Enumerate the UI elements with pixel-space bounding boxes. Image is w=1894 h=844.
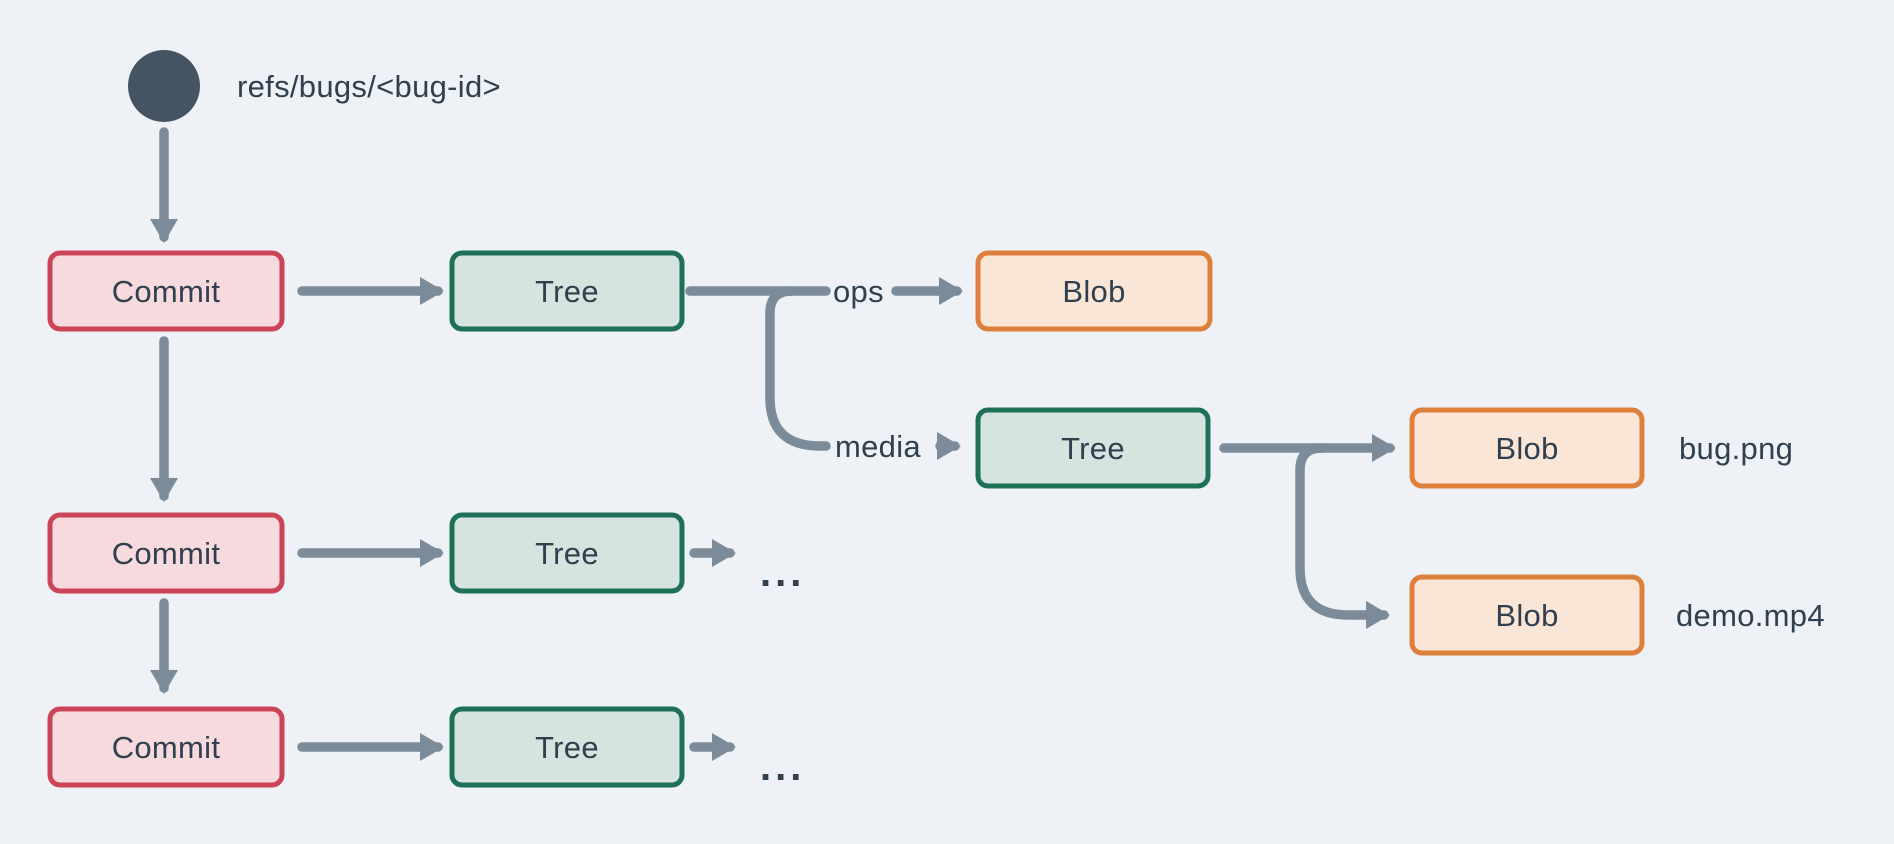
blob-nodes: Blob Blob Blob xyxy=(975,250,1645,656)
commit-chain: Commit Commit Commit xyxy=(47,250,285,788)
tree-box xyxy=(449,706,685,788)
tree-node-1: Tree xyxy=(449,250,685,332)
commit-label: Commit xyxy=(112,536,221,571)
blob-node-ops: Blob xyxy=(975,250,1213,332)
commit-box xyxy=(47,512,285,594)
blob-label: Blob xyxy=(1495,431,1558,466)
commit-node-1: Commit xyxy=(47,250,285,332)
commit-node-3: Commit xyxy=(47,706,285,788)
commit-label: Commit xyxy=(112,274,221,309)
edge-label-media: media xyxy=(835,429,921,464)
ref-label: refs/bugs/<bug-id> xyxy=(237,69,501,104)
blob-box xyxy=(1409,407,1645,489)
ellipsis-row3: ... xyxy=(760,745,805,789)
commit-box xyxy=(47,706,285,788)
tree-label: Tree xyxy=(535,730,599,765)
ref-circle-icon xyxy=(128,50,200,122)
ref-pointer: refs/bugs/<bug-id> xyxy=(128,50,501,122)
tree-label: Tree xyxy=(535,536,599,571)
annotations: ops media bug.png demo.mp4 ... ... xyxy=(760,274,1825,789)
commit-label: Commit xyxy=(112,730,221,765)
file-label-demo-mp4: demo.mp4 xyxy=(1676,598,1825,633)
blob-node-bug-png: Blob xyxy=(1409,407,1645,489)
tree-nodes: Tree Tree Tree Tree xyxy=(449,250,1211,788)
file-label-bug-png: bug.png xyxy=(1679,431,1793,466)
tree-node-3: Tree xyxy=(449,706,685,788)
blob-box xyxy=(975,250,1213,332)
edge-label-ops: ops xyxy=(833,274,884,309)
tree-node-media: Tree xyxy=(975,407,1211,489)
commit-box xyxy=(47,250,285,332)
tree-label: Tree xyxy=(535,274,599,309)
blob-node-demo-mp4: Blob xyxy=(1409,574,1645,656)
tree-node-2: Tree xyxy=(449,512,685,594)
tree-box xyxy=(975,407,1211,489)
tree-box xyxy=(449,250,685,332)
ellipsis-row2: ... xyxy=(760,551,805,595)
commit-node-2: Commit xyxy=(47,512,285,594)
edges xyxy=(150,127,1396,761)
tree-box xyxy=(449,512,685,594)
blob-label: Blob xyxy=(1062,274,1125,309)
blob-box xyxy=(1409,574,1645,656)
edge-branch-to-blob-demo xyxy=(1295,443,1390,629)
tree-label: Tree xyxy=(1061,431,1125,466)
edge-branch-to-media xyxy=(765,286,831,451)
blob-label: Blob xyxy=(1495,598,1558,633)
